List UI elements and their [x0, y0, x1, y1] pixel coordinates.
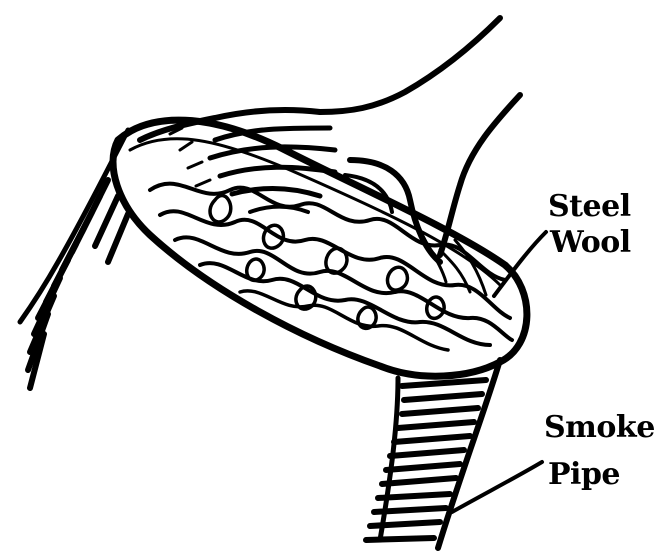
label-smoke-pipe: Smoke Pipe — [452, 410, 655, 512]
pipe-lower-section — [366, 360, 500, 548]
steel-wool-mass — [150, 184, 512, 350]
steel-wool-label-line1: Steel — [548, 189, 631, 224]
smoke-pipe-label-line2: Pipe — [548, 457, 620, 492]
smoke-pipe-label-line1: Smoke — [544, 410, 655, 445]
steel-wool-label-line2: Wool — [549, 225, 631, 260]
